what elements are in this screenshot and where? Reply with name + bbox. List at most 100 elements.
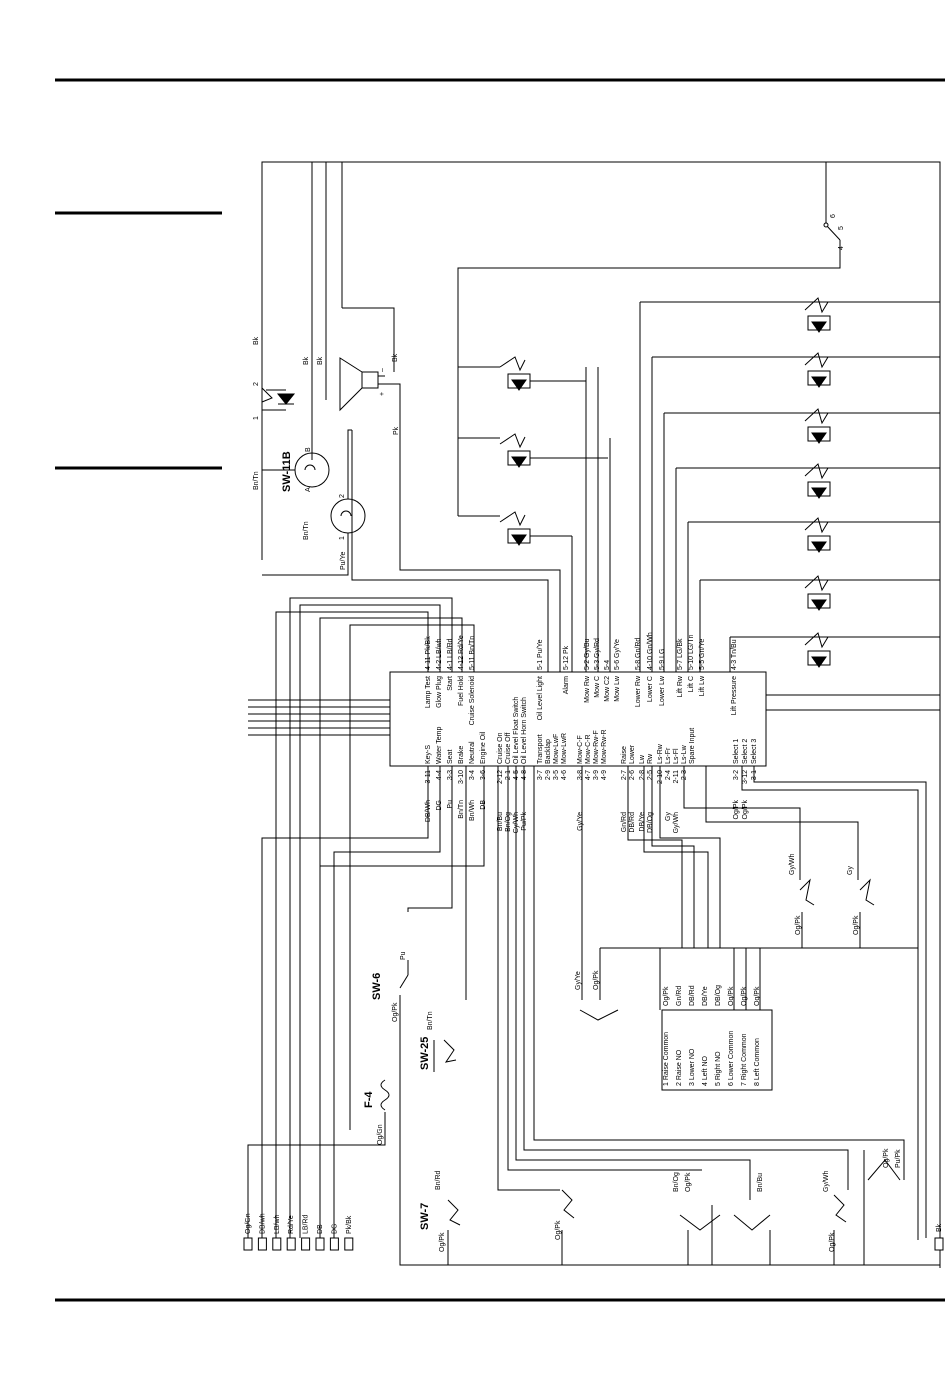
controller-pin-label: 3-3 [447,770,454,780]
controller-function-label: Oil Level Light [537,676,544,720]
connector-label: Og/Gn [245,1213,252,1234]
controller-function-label: Ls-Fl [673,748,680,764]
joystick-terminal-label: 2 Raise NO [676,1049,683,1086]
connector-terminal [301,1237,311,1251]
controller-pin-label: 3-12 [742,770,749,784]
controller-pin-label: 2-10 [657,770,664,784]
controller-function-label: Mow-LwR [561,733,568,764]
controller-function-label: Cruise On [497,732,504,764]
alarm-speaker [339,357,561,672]
controller-wire-label: DB/Og [647,812,654,833]
controller-wire-label: Og/Pk [733,800,740,820]
connector-terminal [286,1237,296,1251]
sw6-switch [399,960,409,1080]
connector-terminal [329,1237,339,1251]
controller-wire-label: Gy/Ye [577,812,584,831]
controller-wire-label: Bn/Og [505,812,512,832]
controller-pin-label: 5-8 Gn/Rd [635,638,642,670]
sw-bnog: Bn/Og [673,1172,680,1192]
pin-1-label: 1 [253,416,260,420]
controller-wire-label: Gn/Rd [621,812,628,832]
controller-pin-label: 3-6 [480,770,487,780]
controller-pin-label: 2-6 [629,770,636,780]
sw-gywh-top: Gy/Wh [789,854,796,875]
controller-wire-label: Og/Pk [742,800,749,820]
controller-function-label: Select 1 [733,739,740,764]
controller-function-label: Lower C [647,676,654,702]
joystick-wire-label: Og/Pk [663,986,670,1006]
right-connector-label: Bk [936,1223,943,1232]
controller-pin-label: 5-5 Gn/Ye [699,639,706,670]
controller-pin-label: 2-9 [545,770,552,780]
controller-function-label: Key-S [425,745,432,764]
wire-bk-c: Bk [317,356,324,365]
controller-function-label: Spare Input [689,728,696,764]
controller-pin-label: 3-5 [553,770,560,780]
sw-pin-4: 4 [838,246,845,250]
controller-pin-label: 5-12 Pk [563,645,570,670]
controller-pin-label: 4-12 Rd/Ye [458,635,465,670]
controller-function-label: Lower Rw [635,675,642,707]
controller-wire-label: Gy/Wh [513,812,520,833]
sw-gyye: Gy/Ye [575,971,582,990]
controller-function-label: Mow-C-F [577,735,584,764]
controller-wire-label: Bn/Wh [469,800,476,821]
connector-label: LB/wh [274,1214,281,1234]
controller-pin-label: 5-3 Gy/Rd [594,638,601,670]
right-connector: Bk [934,1223,944,1251]
top-bus [261,161,941,1268]
controller-function-label: Engine Oil [480,731,487,764]
f4-wire-oggn: Og/Gn [377,1124,384,1145]
controller-wire-label: Bn/Bu [497,812,504,831]
controller-pin-label: 4-3 Tn/Bu [731,639,738,670]
controller-function-label: Ls-Rw [657,743,664,764]
controller-pin-label: 5-4 [604,660,611,670]
left-solenoid-diodes [457,240,841,672]
sw11b-relay [262,452,330,488]
sw-gywh: Gy/Wh [823,1171,830,1192]
pin-2-label: 2 [253,382,260,386]
sw25-switch [433,1039,457,1072]
controller-pin-label: 4-2 LB/wh [436,638,443,670]
controller-pin-label: 2-5 [647,770,654,780]
controller-function-label: Lower [629,744,636,764]
sw6-wire-pu: Pu [400,951,407,960]
connector-label: Rd/Ye [288,1215,295,1234]
connector-label: DB/wh [259,1213,266,1234]
controller-wire-label: DB/Wh [425,800,432,822]
right-diode-symbols [804,297,831,668]
sw-gy-top: Gy [847,866,854,875]
controller-pin-label: 5-7 LG/Bk [677,638,684,670]
controller-function-label: Mow-LwF [553,734,560,764]
controller-pin-label: 3-8 [577,770,584,780]
connector-terminal [257,1237,267,1251]
controller-pin-label: 5-11 Bn/Tn [469,636,476,670]
controller-pin-label: 3-2 [733,770,740,780]
speaker-minus: – [379,368,386,372]
joystick-wire-label: Gn/Rd [676,986,683,1006]
joystick-terminal-label: 5 Right NO [715,1051,722,1086]
controller-pin-label: 4-1 LB/Rd [447,638,454,670]
controller-pin-label: 3-11 [425,770,432,784]
controller-pin-label: 3-10 [458,770,465,784]
controller-pin-label: 2-3 [681,770,688,780]
sw-ogpk-e: Og/Pk [883,1148,890,1168]
controller-function-label: Cruise Solenoid [469,676,476,726]
controller-function-label: Lift Pressure [731,676,738,715]
controller-wire-label: Gy [665,812,672,821]
connector-label: DB [317,1224,324,1234]
controller-function-label: Lift C [688,676,695,692]
joystick-wire-label: DB/Rd [689,985,696,1006]
controller-function-label: Select 3 [751,739,758,764]
controller-function-label: Alarm [563,676,570,694]
controller-wire-label: DB [480,800,487,810]
controller-function-label: Mow-Rw-F [593,730,600,764]
controller-function-label: Water Temp [436,727,443,764]
joystick-terminal-label: 8 Left Common [754,1038,761,1086]
controller-function-label: Lower Lw [659,675,666,706]
controller-pin-label: 4-11 Pk/Bk [425,636,432,670]
controller-pin-label: 4-5 [513,770,520,780]
f4-fuse [380,1079,390,1111]
